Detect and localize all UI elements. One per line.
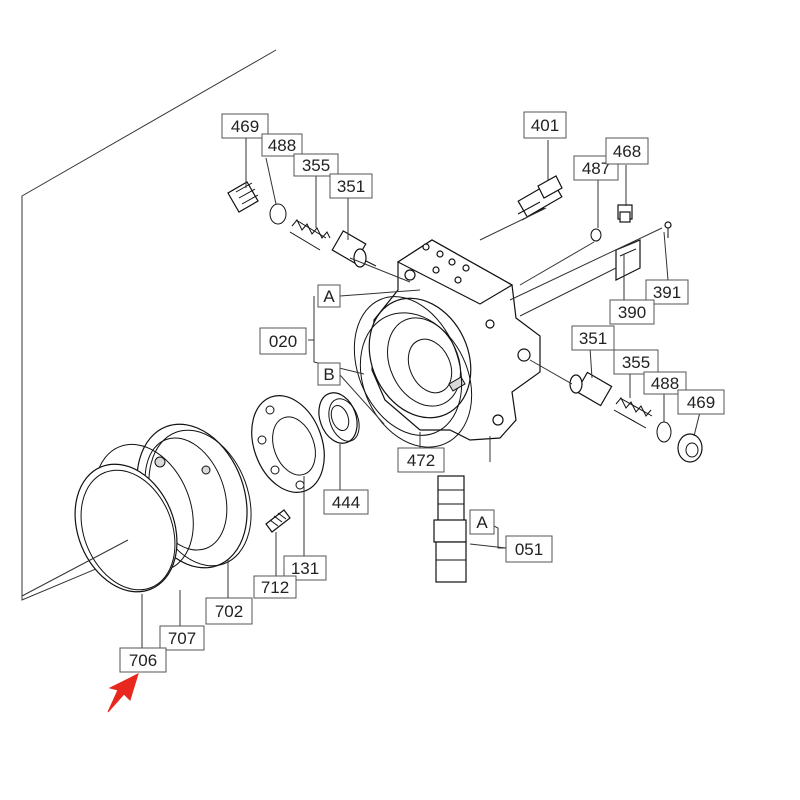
svg-text:472: 472 <box>407 451 435 470</box>
part-housing-020 <box>359 239 541 448</box>
part-oring-472 <box>353 296 463 436</box>
svg-text:355: 355 <box>622 353 650 372</box>
part-plug-469-right <box>677 433 703 463</box>
callout-706: 706 <box>119 647 167 673</box>
part-seal-ring-706 <box>74 463 178 593</box>
callout-355-left: 355 <box>293 153 339 177</box>
callout-469-left: 469 <box>221 113 269 139</box>
svg-text:706: 706 <box>129 651 157 670</box>
svg-text:488: 488 <box>651 374 679 393</box>
callout-131: 131 <box>283 555 327 581</box>
part-spring-355-right <box>613 397 653 429</box>
svg-text:351: 351 <box>579 329 607 348</box>
svg-text:391: 391 <box>653 283 681 302</box>
part-ring-487 <box>590 228 602 242</box>
part-oring-488-right <box>656 421 672 443</box>
part-valve-plate-131 <box>251 394 325 494</box>
part-plug-469-left <box>227 181 259 213</box>
callout-A-bottom: A <box>469 509 495 535</box>
callout-401: 401 <box>523 111 567 139</box>
part-nameplate-390 <box>615 239 641 281</box>
callout-469-right: 469 <box>677 389 725 415</box>
svg-text:A: A <box>476 513 488 532</box>
callout-351-left: 351 <box>329 173 373 199</box>
svg-text:020: 020 <box>269 332 297 351</box>
svg-text:488: 488 <box>268 136 296 155</box>
svg-text:469: 469 <box>231 117 259 136</box>
callout-051: 051 <box>505 535 553 563</box>
callout-488-left: 488 <box>261 133 303 157</box>
callout-472: 472 <box>397 447 445 473</box>
part-rivet-391 <box>664 221 672 238</box>
callout-712: 712 <box>253 575 297 599</box>
svg-text:707: 707 <box>168 629 196 648</box>
svg-text:487: 487 <box>582 159 610 178</box>
part-bearing-444 <box>318 392 360 444</box>
callout-A-top: A <box>317 284 341 308</box>
part-spring-355-left <box>289 219 331 251</box>
svg-text:B: B <box>323 365 334 384</box>
part-relief-valve-051 <box>433 475 467 583</box>
callout-468: 468 <box>605 137 649 165</box>
part-spool-351-left <box>331 230 377 268</box>
part-bolt-401 <box>517 175 563 221</box>
part-spring-712 <box>265 509 291 533</box>
svg-text:444: 444 <box>332 493 360 512</box>
callout-020: 020 <box>259 327 307 355</box>
callout-444: 444 <box>323 489 369 515</box>
callout-707: 707 <box>159 625 205 651</box>
svg-text:469: 469 <box>687 393 715 412</box>
svg-text:051: 051 <box>515 540 543 559</box>
callout-488-right: 488 <box>643 371 687 395</box>
svg-text:390: 390 <box>618 303 646 322</box>
svg-text:468: 468 <box>613 142 641 161</box>
part-plug-468 <box>617 204 633 223</box>
callout-355-right: 355 <box>613 349 659 375</box>
part-spool-351-right <box>569 371 613 407</box>
part-oring-488-left <box>269 203 287 225</box>
svg-text:712: 712 <box>261 578 289 597</box>
svg-text:355: 355 <box>302 156 330 175</box>
leader-lines <box>21 138 701 648</box>
svg-text:A: A <box>323 287 335 306</box>
svg-text:702: 702 <box>215 602 243 621</box>
highlight-arrow-icon <box>107 673 139 713</box>
callout-390: 390 <box>609 299 655 325</box>
callout-702: 702 <box>205 597 253 625</box>
svg-text:351: 351 <box>337 177 365 196</box>
svg-text:401: 401 <box>531 116 559 135</box>
callout-351-right: 351 <box>571 325 615 351</box>
callout-B: B <box>317 362 341 386</box>
svg-text:131: 131 <box>291 559 319 578</box>
